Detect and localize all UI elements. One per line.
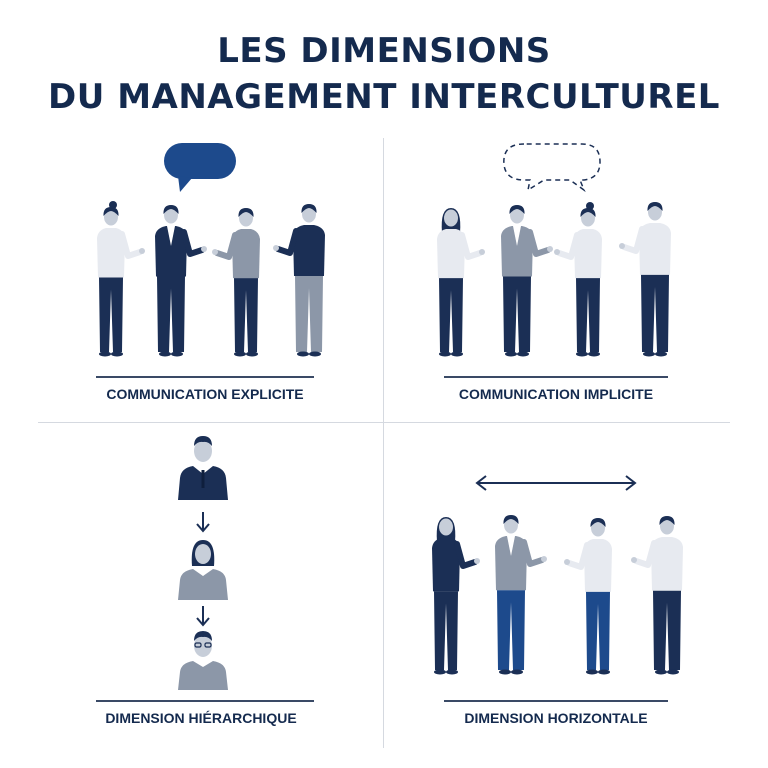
- hierarchy-scene: [178, 436, 228, 690]
- caption-line: [96, 376, 314, 378]
- caption-line: [96, 700, 314, 702]
- person-icon: [178, 540, 228, 600]
- arrow-down-icon: [196, 606, 210, 627]
- title-line-2: DU MANAGEMENT INTERCULTUREL: [48, 77, 720, 117]
- person-icon: [501, 205, 553, 357]
- horizontal-scene: [432, 475, 683, 675]
- vertical-divider: [383, 138, 384, 748]
- person-icon: [178, 631, 228, 690]
- person-icon: [273, 204, 325, 357]
- person-icon: [495, 515, 547, 675]
- speech-bubble-icon: [164, 143, 236, 192]
- person-icon: [97, 201, 145, 357]
- person-icon: [212, 208, 260, 357]
- person-icon: [437, 208, 485, 357]
- caption-line: [444, 376, 668, 378]
- panel-implicit-communication: COMMUNICATION IMPLICITE: [384, 0, 768, 422]
- caption-explicit: COMMUNICATION EXPLICITE: [106, 386, 304, 402]
- panel-horizontal: DIMENSION HORIZONTALE: [384, 422, 768, 768]
- explicit-scene: [97, 143, 325, 357]
- title-line-1: LES DIMENSIONS: [217, 31, 551, 71]
- double-arrow-icon: [475, 475, 637, 491]
- person-icon: [155, 205, 207, 357]
- thought-bubble-icon: [503, 143, 601, 193]
- panel-explicit-communication: COMMUNICATION EXPLICITE: [0, 0, 384, 422]
- person-icon: [619, 202, 671, 357]
- page-title: LES DIMENSIONS DU MANAGEMENT INTERCULTUR…: [0, 28, 768, 120]
- people-group-implicit: [437, 202, 671, 357]
- implicit-scene: [437, 143, 671, 357]
- caption-implicit: COMMUNICATION IMPLICITE: [458, 386, 654, 402]
- horizontal-divider: [38, 422, 730, 423]
- person-icon: [432, 517, 480, 675]
- person-icon: [554, 202, 602, 357]
- arrow-down-icon: [196, 512, 210, 533]
- caption-line: [444, 700, 668, 702]
- caption-horizontal: DIMENSION HORIZONTALE: [464, 710, 648, 726]
- people-group-horizontal: [432, 515, 683, 675]
- people-group-explicit: [97, 201, 325, 357]
- person-icon: [564, 518, 612, 675]
- person-icon: [631, 516, 683, 675]
- caption-hierarchy: DIMENSION HIÉRARCHIQUE: [105, 710, 297, 726]
- panel-hierarchy: DIMENSION HIÉRARCHIQUE: [0, 422, 384, 768]
- person-icon: [178, 436, 228, 500]
